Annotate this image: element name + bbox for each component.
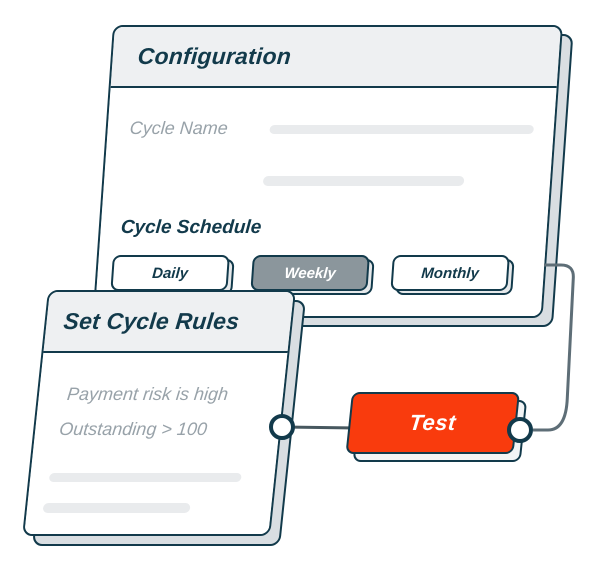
schedule-option-monthly-label: Monthly [420,264,480,282]
schedule-option-weekly[interactable]: Weekly [250,255,375,295]
rule-payment-risk: Payment risk is high [66,384,230,404]
test-button[interactable]: Test [345,392,528,462]
cycle-name-input-skeleton [269,125,535,134]
schedule-option-monthly[interactable]: Monthly [390,255,515,295]
rule-skeleton-bar [48,473,242,482]
schedule-option-weekly-label: Weekly [283,264,337,282]
set-cycle-rules-card: Set Cycle Rules Payment risk is high Out… [22,290,306,546]
cycle-name-label: Cycle Name [129,118,229,138]
configuration-card: Configuration Cycle Name Cycle Schedule … [92,25,574,327]
connector-port-test-output[interactable] [507,417,533,443]
set-cycle-rules-title: Set Cycle Rules [62,308,241,334]
test-button-label: Test [408,410,458,435]
schedule-option-daily[interactable]: Daily [110,255,235,295]
cycle-schedule-label: Cycle Schedule [120,217,263,238]
cycle-name-input-skeleton-2 [262,176,465,186]
configuration-title: Configuration [136,43,293,69]
configuration-card-header: Configuration [110,27,561,88]
configuration-card-body: Cycle Name Cycle Schedule Daily Weekly [94,88,557,316]
rule-skeleton-bar-2 [42,503,191,513]
set-cycle-rules-body: Payment risk is high Outstanding > 100 [24,353,288,534]
connector-port-rules-output[interactable] [269,414,295,440]
schedule-option-daily-label: Daily [151,264,189,282]
set-cycle-rules-header: Set Cycle Rules [43,292,294,353]
rule-outstanding: Outstanding > 100 [58,419,209,439]
